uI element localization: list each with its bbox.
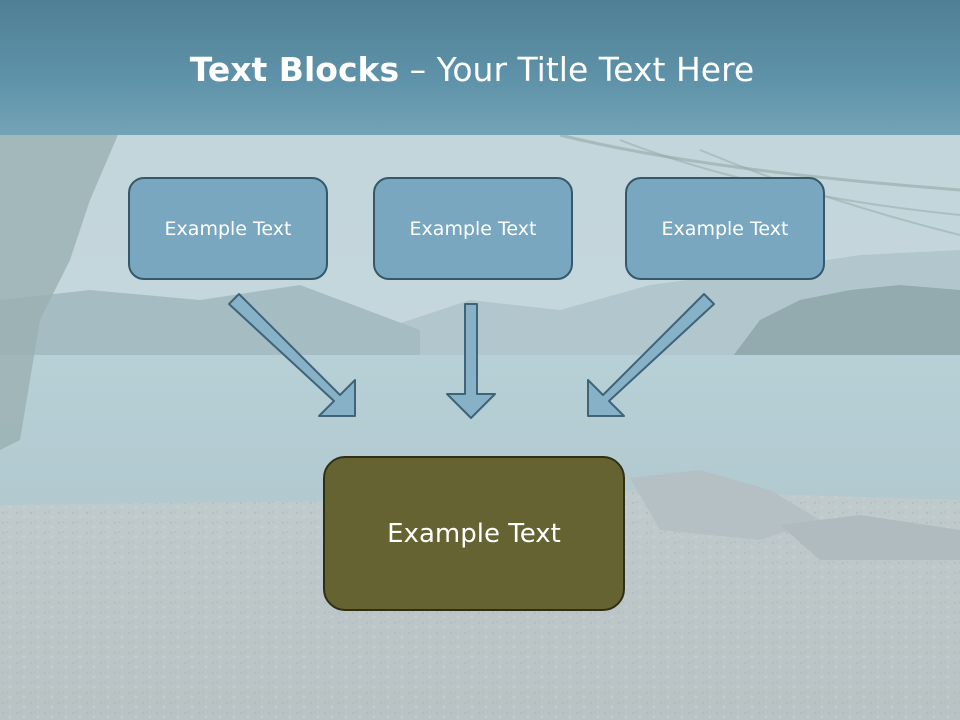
target-text-block[interactable]: Example Text [323,456,625,611]
title-rest: Your Title Text Here [436,50,755,89]
text-block-3[interactable]: Example Text [625,177,825,280]
slide-title: Text Blocks – Your Title Text Here [0,50,944,89]
target-text-block-label: Example Text [387,518,561,549]
title-dash: – [409,50,427,89]
arrow-center-down [446,303,496,419]
text-block-2-label: Example Text [409,217,537,240]
text-block-3-label: Example Text [661,217,789,240]
arrow-right-diagonal [587,293,715,417]
text-block-2[interactable]: Example Text [373,177,573,280]
text-block-1-label: Example Text [164,217,292,240]
arrow-left-diagonal [228,293,356,417]
title-bold-part: Text Blocks [189,50,400,89]
text-block-1[interactable]: Example Text [128,177,328,280]
title-bar [0,0,960,135]
